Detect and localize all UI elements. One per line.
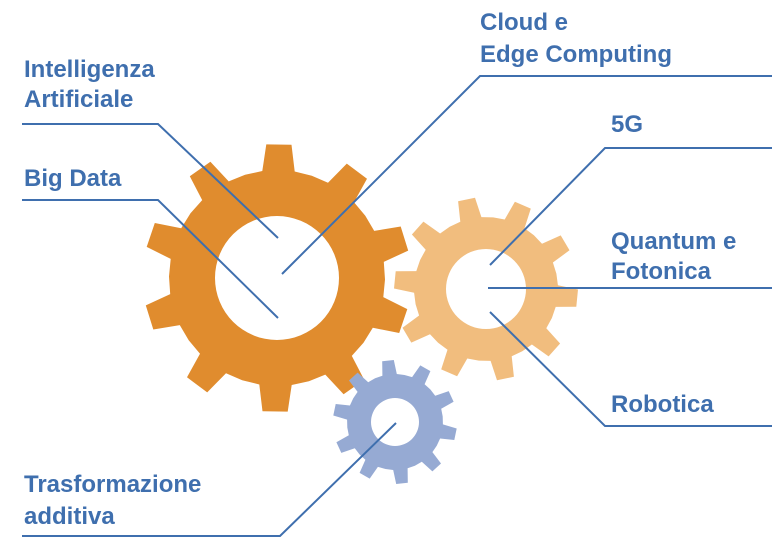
label-quantum-line-1: Quantum e bbox=[611, 228, 736, 255]
leader-line-big-data bbox=[22, 199, 279, 319]
label-quantum-line-2: Fotonica bbox=[611, 258, 712, 285]
label-intelligenza-artificiale: Intelligenza Artificiale bbox=[24, 56, 161, 113]
leader-line-robotica bbox=[489, 311, 772, 427]
medium-gear bbox=[394, 197, 578, 381]
label-intelligenza-line-1: Intelligenza bbox=[24, 56, 155, 83]
label-trasformazione-line-1: Trasformazione bbox=[24, 471, 201, 498]
label-quantum-fotonica: Quantum e Fotonica bbox=[611, 228, 743, 285]
label-trasformazione-line-2: additiva bbox=[24, 503, 115, 530]
label-intelligenza-line-2: Artificiale bbox=[24, 86, 133, 113]
label-5g: 5G bbox=[611, 111, 643, 138]
label-cloud-edge-computing: Cloud e Edge Computing bbox=[480, 9, 672, 68]
label-cloud-line-1: Cloud e bbox=[480, 9, 568, 36]
label-cloud-line-2: Edge Computing bbox=[480, 41, 672, 68]
leader-line-cloud bbox=[281, 75, 772, 275]
label-trasformazione-additiva: Trasformazione additiva bbox=[24, 471, 208, 530]
label-big-data: Big Data bbox=[24, 165, 122, 192]
leader-line-trasformazione bbox=[22, 422, 397, 537]
leader-line-intelligenza bbox=[22, 123, 279, 239]
large-gear bbox=[145, 144, 409, 412]
label-robotica: Robotica bbox=[611, 391, 714, 418]
leader-line-5g bbox=[489, 147, 772, 266]
